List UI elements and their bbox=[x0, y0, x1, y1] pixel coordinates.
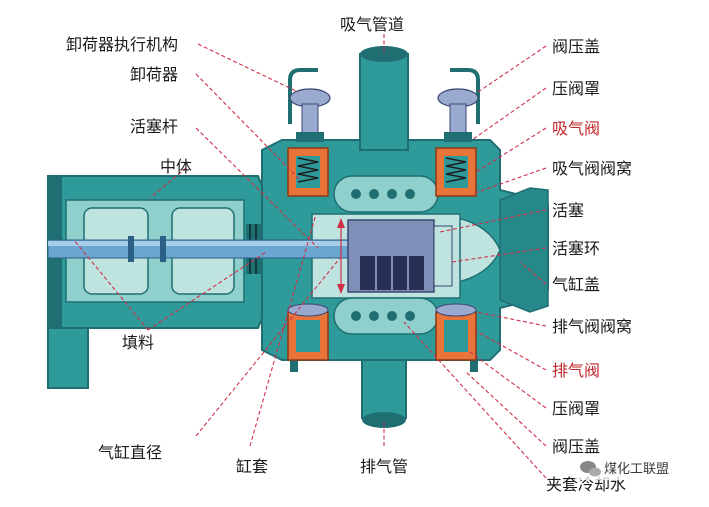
label-unloader: 卸荷器 bbox=[130, 65, 178, 84]
label-suction-valve-seat: 吸气阀阀窝 bbox=[552, 159, 632, 178]
label-valve-guard-bottom: 压阀罩 bbox=[552, 399, 600, 418]
passage-holes bbox=[351, 189, 415, 321]
unloader-actuator-right bbox=[437, 68, 480, 142]
label-discharge-valve: 排气阀 bbox=[552, 361, 600, 380]
label-piston: 活塞 bbox=[552, 201, 584, 220]
label-cylinder-cover: 气缸盖 bbox=[552, 275, 600, 294]
label-discharge-valve-seat: 排气阀阀窝 bbox=[552, 317, 632, 336]
label-valve-cover-bottom: 阀压盖 bbox=[552, 437, 600, 456]
label-suction-valve: 吸气阀 bbox=[552, 119, 600, 138]
watermark: 煤化工联盟 bbox=[574, 456, 696, 480]
bore-diameter-arrow bbox=[337, 218, 345, 294]
discharge-valve-right bbox=[435, 303, 477, 361]
piston bbox=[347, 219, 453, 293]
label-suction-pipe: 吸气管道 bbox=[340, 15, 404, 34]
label-discharge-pipe: 排气管 bbox=[360, 457, 408, 476]
label-valve-guard-top: 压阀罩 bbox=[552, 79, 600, 98]
suction-pipe bbox=[359, 46, 409, 151]
watermark-text: 煤化工联盟 bbox=[604, 462, 669, 477]
label-liner: 缸套 bbox=[236, 457, 268, 476]
discharge-valve-left bbox=[287, 303, 329, 361]
label-cylinder-bore: 气缸直径 bbox=[98, 443, 162, 462]
label-middle-body: 中体 bbox=[160, 157, 192, 176]
label-valve-cover-top: 阀压盖 bbox=[552, 37, 600, 56]
wechat-icon bbox=[580, 461, 601, 477]
discharge-pipe bbox=[361, 359, 407, 428]
unloader-actuator-left bbox=[288, 68, 331, 142]
suction-valve-right bbox=[435, 147, 477, 197]
label-piston-ring: 活塞环 bbox=[552, 239, 600, 258]
label-unloader-actuator: 卸荷器执行机构 bbox=[66, 35, 178, 54]
label-piston-rod: 活塞杆 bbox=[130, 117, 178, 136]
middle-body-housing bbox=[47, 175, 263, 389]
leader-lines bbox=[73, 34, 547, 479]
label-packing: 填料 bbox=[122, 333, 154, 352]
suction-valve-left bbox=[287, 147, 329, 197]
